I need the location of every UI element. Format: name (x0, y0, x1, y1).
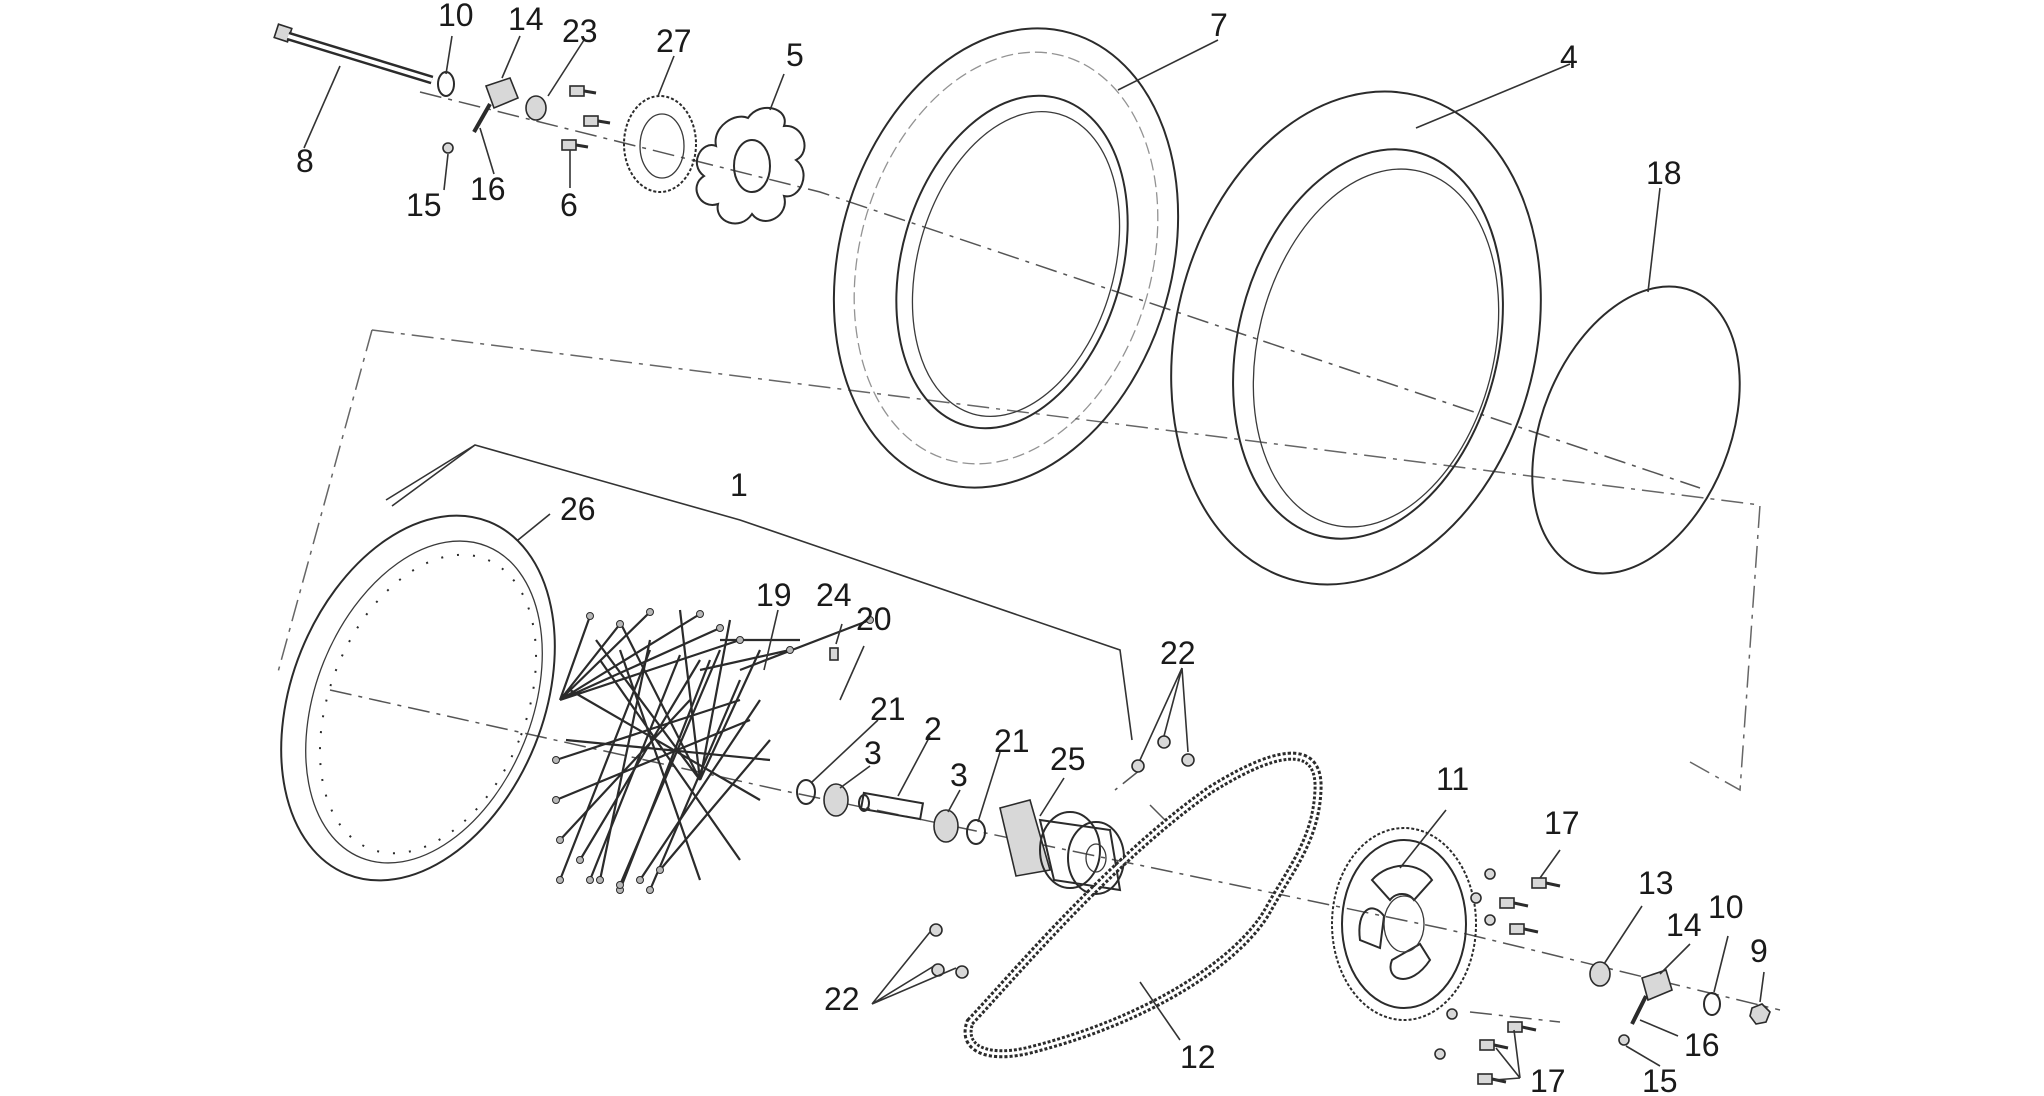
washer-top-part (437, 71, 455, 97)
bearing-right-part (933, 809, 959, 843)
label-10-bottom: 10 (1708, 889, 1744, 925)
label-26: 26 (560, 491, 596, 527)
brake-disc-part (695, 107, 806, 225)
chain-adjuster-bottom-part (1641, 968, 1673, 1002)
seal-right-part (966, 819, 986, 845)
label-25: 25 (1050, 741, 1086, 777)
axis-line-fasteners (1114, 769, 1561, 1023)
label-23: 23 (562, 13, 598, 49)
rim-part (280, 514, 556, 882)
hub-part (999, 799, 1125, 895)
label-16-top: 16 (470, 171, 506, 207)
bearing-left-part (823, 783, 849, 817)
label-14-bottom: 14 (1666, 907, 1702, 943)
label-9: 9 (1750, 933, 1768, 969)
inner-tube-part (1170, 90, 1542, 586)
label-15-top: 15 (406, 187, 442, 223)
label-3-right: 3 (950, 757, 968, 793)
label-15-bottom: 15 (1642, 1063, 1678, 1096)
adjuster-screw-top-part (472, 103, 492, 133)
assembly-frame (277, 329, 1761, 792)
label-13: 13 (1638, 865, 1674, 901)
label-21-right: 21 (994, 723, 1030, 759)
nut-top-part (442, 142, 454, 154)
spokes-part (555, 609, 871, 891)
label-14-top: 14 (508, 1, 544, 37)
label-22-bottom: 22 (824, 981, 860, 1017)
tyre-part (832, 27, 1180, 489)
label-8: 8 (296, 143, 314, 179)
nut-bottom-part (1618, 1034, 1630, 1046)
disc-bolts-part (561, 85, 611, 151)
label-21-left: 21 (870, 691, 906, 727)
label-16-bottom: 16 (1684, 1027, 1720, 1063)
label-27: 27 (656, 23, 692, 59)
hub-spacer-part (858, 791, 925, 821)
spacer-top-part (525, 95, 547, 121)
label-1: 1 (730, 467, 748, 503)
axis-line-bottom (329, 689, 1781, 1011)
label-6: 6 (560, 187, 578, 223)
label-3-left: 3 (864, 735, 882, 771)
leader-lines (303, 35, 1765, 1081)
sprocket-bolts-part (1434, 868, 1561, 1085)
chain-inner (966, 754, 1320, 1056)
nuts-part (929, 735, 1195, 979)
label-24: 24 (816, 577, 852, 613)
label-7: 7 (1210, 7, 1228, 43)
label-5: 5 (786, 37, 804, 73)
axis-line-top (419, 91, 1701, 489)
sprocket-part (1331, 827, 1477, 1021)
rim-band-part (1531, 285, 1741, 575)
label-11: 11 (1436, 761, 1469, 797)
washer-bottom-part (1703, 992, 1721, 1016)
label-20: 20 (856, 601, 892, 637)
label-18: 18 (1646, 155, 1682, 191)
seal-left-part (796, 779, 816, 805)
label-19: 19 (756, 577, 792, 613)
spoke-nipples-part (552, 608, 874, 894)
axle-part (273, 23, 434, 85)
label-12: 12 (1180, 1039, 1216, 1075)
label-2: 2 (924, 711, 942, 747)
label-4: 4 (1560, 39, 1578, 75)
spacer-bottom-part (1589, 961, 1611, 987)
label-17-top: 17 (1544, 805, 1580, 841)
adjuster-screw-bottom-part (1630, 995, 1648, 1025)
label-17-bottom: 17 (1530, 1063, 1566, 1096)
label-10-top: 10 (438, 0, 474, 33)
brake-disc-hub (733, 139, 771, 193)
label-22-top: 22 (1160, 635, 1196, 671)
tone-ring-part (623, 95, 697, 193)
spoke-nipple-24-part (829, 647, 839, 661)
axle-nut-part (1749, 1003, 1771, 1025)
chain-adjuster-top-part (484, 77, 520, 110)
